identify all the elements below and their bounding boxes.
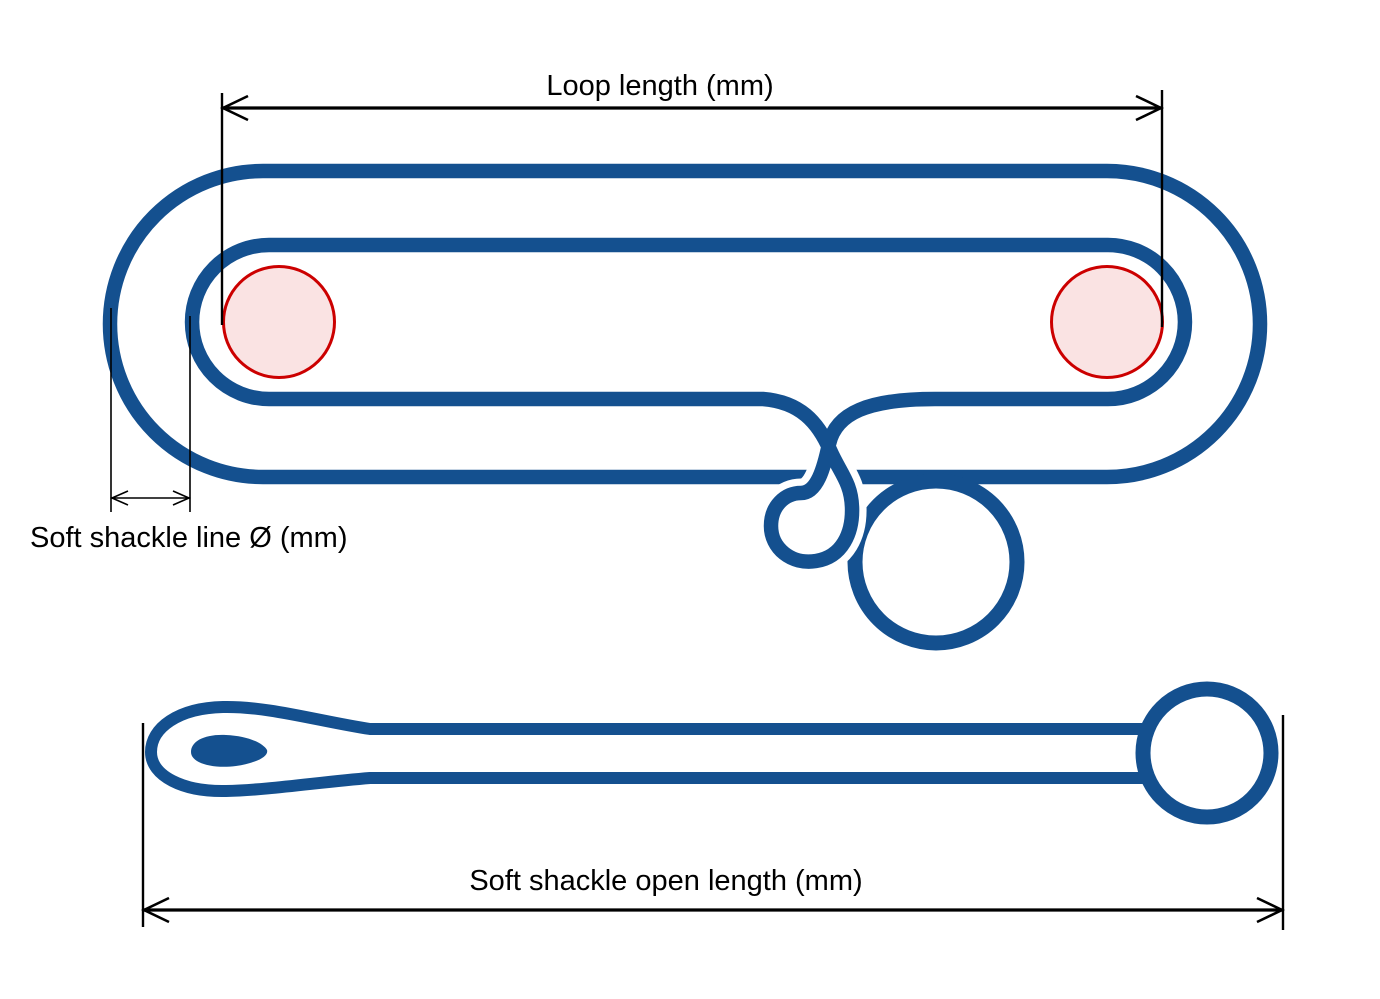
line-diameter-dimension: Soft shackle line Ø (mm) [30, 308, 347, 554]
inner-loop-rope [184, 237, 1193, 407]
line-diameter-arrow-right [172, 490, 191, 506]
pin-circle-left [222, 265, 336, 379]
open-length-arrow-left [140, 896, 170, 924]
closed-shackle-figure [102, 163, 1268, 651]
loop-length-arrow-left [219, 94, 249, 122]
open-length-arrow-right [1256, 896, 1286, 924]
loop-length-label: Loop length (mm) [546, 70, 773, 102]
open-length-label: Soft shackle open length (mm) [469, 865, 862, 897]
loop-length-dimension: Loop length (mm) [219, 70, 1165, 327]
eye-splice-mark [191, 734, 268, 767]
line-diameter-arrow-left [110, 490, 129, 506]
dimensions: Loop length (mm) Soft shackle line Ø (mm… [30, 70, 1286, 930]
knot-rope [700, 391, 1000, 569]
open-shackle-figure [144, 681, 1279, 825]
outer-loop-rope [102, 163, 1268, 485]
loop-length-arrow-right [1135, 94, 1165, 122]
line-diameter-label: Soft shackle line Ø (mm) [30, 522, 347, 554]
open-shackle-body [144, 700, 1150, 798]
pin-circle-right [1050, 265, 1164, 379]
knot-ball-closed [847, 473, 1025, 651]
open-length-dimension: Soft shackle open length (mm) [140, 715, 1286, 930]
knot-ball-open [1135, 681, 1279, 825]
